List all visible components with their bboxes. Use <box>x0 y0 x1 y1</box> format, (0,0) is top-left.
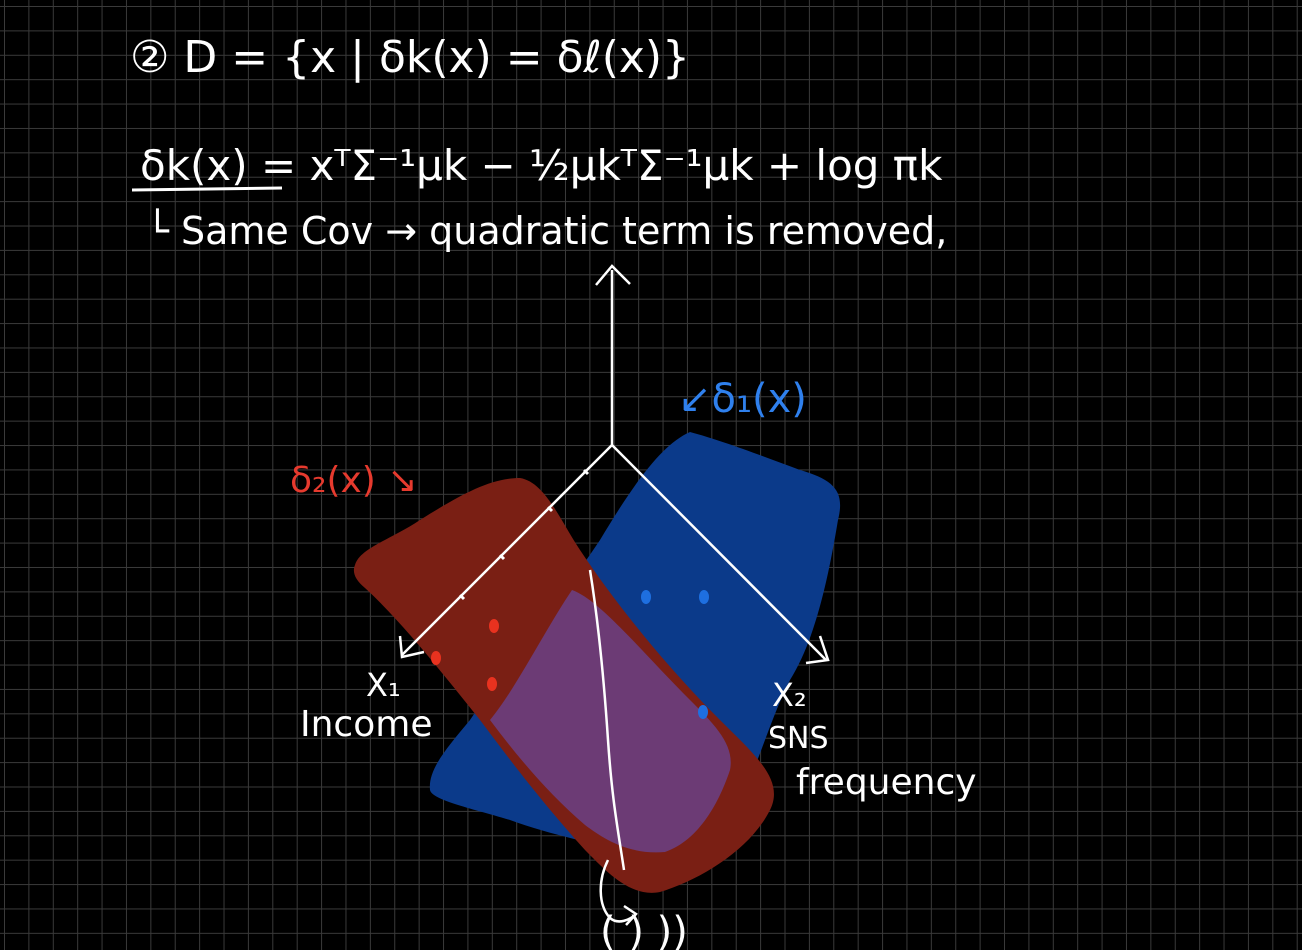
note-line-2: δk(x) = xᵀΣ⁻¹μk − ½μkᵀΣ⁻¹μk + log πk <box>140 141 943 190</box>
underline <box>131 186 283 192</box>
note-line-1: ② D = {x | δk(x) = δℓ(x)} <box>130 32 690 83</box>
note-line-3: └ Same Cov → quadratic term is removed, <box>146 208 947 253</box>
class2-point <box>487 677 497 691</box>
boundary-arrow <box>599 859 638 926</box>
x2-axis <box>611 444 827 661</box>
x2-axis-arrowhead <box>805 635 830 665</box>
x2-axis-label-line1: SNS <box>768 721 829 756</box>
class2-point <box>489 619 499 633</box>
decision-boundary <box>588 569 626 871</box>
boundary-label: ( ) )) <box>600 909 688 950</box>
class2-label: δ₂(x) ↘ <box>290 460 417 501</box>
class1-point <box>641 590 651 604</box>
x1-axis <box>401 444 613 656</box>
class1-points <box>641 590 709 719</box>
class2-point <box>431 651 441 665</box>
overlap-region <box>490 590 731 853</box>
x1-axis-label: Income <box>300 704 432 745</box>
x1-axis-ticks <box>458 468 590 601</box>
class1-point <box>698 705 708 719</box>
class2-points <box>431 619 499 691</box>
x1-axis-name: X₁ <box>366 666 401 704</box>
x2-axis-label-line2: frequency <box>796 762 977 803</box>
class1-label: ↙δ₁(x) <box>678 376 807 422</box>
x1-axis-arrowhead <box>398 635 425 659</box>
y-axis-arrowhead <box>595 264 631 286</box>
class1-point <box>699 590 709 604</box>
x2-axis-name: X₂ <box>772 676 807 714</box>
